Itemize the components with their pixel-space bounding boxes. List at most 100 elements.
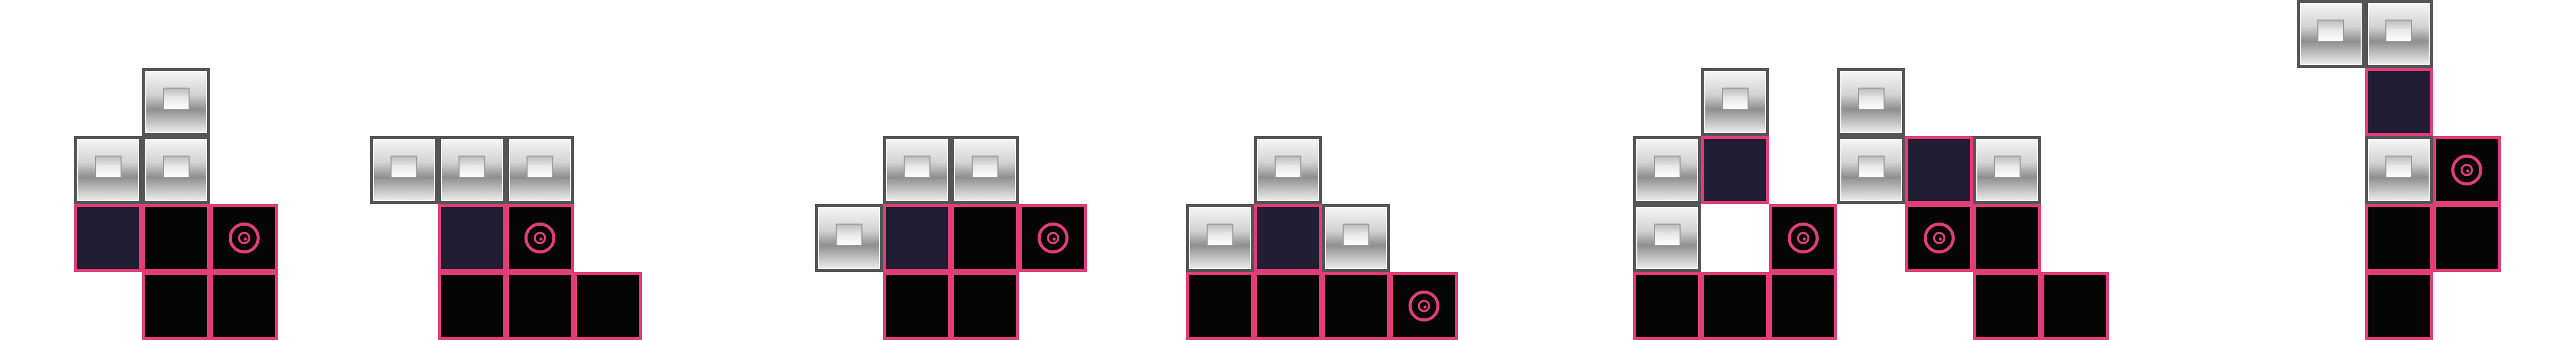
target-inner-ring xyxy=(534,232,546,244)
target-inner-ring xyxy=(1797,232,1809,244)
target-inner-ring xyxy=(1047,232,1059,244)
goal-tile[interactable] xyxy=(210,204,278,272)
movable-block[interactable] xyxy=(1633,136,1701,204)
dark-floor-tile[interactable] xyxy=(1254,204,1322,272)
target-icon xyxy=(524,223,555,253)
block-face xyxy=(836,224,862,246)
movable-block[interactable] xyxy=(1254,136,1322,204)
movable-block[interactable] xyxy=(438,136,506,204)
goal-tile[interactable] xyxy=(1390,272,1458,340)
block-face xyxy=(1858,88,1885,110)
movable-block[interactable] xyxy=(883,136,951,204)
floor-tile[interactable] xyxy=(574,272,642,340)
target-center-dot xyxy=(2466,169,2469,173)
block-face xyxy=(1275,156,1301,178)
goal-tile[interactable] xyxy=(1769,204,1837,272)
target-icon xyxy=(2451,155,2482,185)
movable-block[interactable] xyxy=(1701,68,1769,136)
block-face xyxy=(95,156,122,178)
block-face xyxy=(904,156,930,178)
target-icon xyxy=(1038,223,1069,253)
dark-floor-tile[interactable] xyxy=(883,204,951,272)
movable-block[interactable] xyxy=(74,136,142,204)
block-face xyxy=(391,156,417,178)
target-center-dot xyxy=(1939,237,1942,241)
dark-floor-tile[interactable] xyxy=(1905,136,1973,204)
target-icon xyxy=(1924,223,1955,253)
floor-tile[interactable] xyxy=(2365,204,2433,272)
block-face xyxy=(2385,156,2412,178)
movable-block[interactable] xyxy=(142,136,210,204)
movable-block[interactable] xyxy=(370,136,438,204)
block-face xyxy=(1994,156,2021,178)
movable-block[interactable] xyxy=(2365,136,2433,204)
floor-tile[interactable] xyxy=(2365,272,2433,340)
block-face xyxy=(1654,224,1681,246)
floor-tile[interactable] xyxy=(1701,272,1769,340)
target-center-dot xyxy=(1803,237,1806,241)
floor-tile[interactable] xyxy=(142,272,210,340)
block-face xyxy=(459,156,485,178)
block-face xyxy=(1722,88,1749,110)
movable-block[interactable] xyxy=(951,136,1019,204)
block-face xyxy=(163,88,190,110)
floor-tile[interactable] xyxy=(1973,204,2041,272)
floor-tile[interactable] xyxy=(1254,272,1322,340)
target-icon xyxy=(1788,223,1819,253)
movable-block[interactable] xyxy=(1837,68,1905,136)
floor-tile[interactable] xyxy=(1769,272,1837,340)
target-inner-ring xyxy=(2461,164,2473,176)
movable-block[interactable] xyxy=(1322,204,1390,272)
dark-floor-tile[interactable] xyxy=(1701,136,1769,204)
block-face xyxy=(2385,20,2412,42)
goal-tile[interactable] xyxy=(1905,204,1973,272)
floor-tile[interactable] xyxy=(1322,272,1390,340)
floor-tile[interactable] xyxy=(210,272,278,340)
movable-block[interactable] xyxy=(506,136,574,204)
dark-floor-tile[interactable] xyxy=(2365,68,2433,136)
movable-block[interactable] xyxy=(1973,136,2041,204)
dark-floor-tile[interactable] xyxy=(438,204,506,272)
movable-block[interactable] xyxy=(2365,0,2433,68)
floor-tile[interactable] xyxy=(1186,272,1254,340)
floor-tile[interactable] xyxy=(951,272,1019,340)
block-face xyxy=(163,156,190,178)
floor-tile[interactable] xyxy=(506,272,574,340)
target-inner-ring xyxy=(238,232,250,244)
block-face xyxy=(1343,224,1369,246)
target-icon xyxy=(1409,291,1439,321)
target-icon xyxy=(229,223,260,253)
block-face xyxy=(2317,20,2344,42)
target-inner-ring xyxy=(1933,232,1945,244)
floor-tile[interactable] xyxy=(1973,272,2041,340)
floor-tile[interactable] xyxy=(438,272,506,340)
floor-tile[interactable] xyxy=(142,204,210,272)
block-face xyxy=(1207,224,1233,246)
movable-block[interactable] xyxy=(815,204,883,272)
block-face xyxy=(1858,156,1885,178)
target-center-dot xyxy=(1053,237,1056,241)
target-center-dot xyxy=(244,237,247,241)
movable-block[interactable] xyxy=(1186,204,1254,272)
floor-tile[interactable] xyxy=(2041,272,2109,340)
target-inner-ring xyxy=(1418,300,1430,312)
block-face xyxy=(527,156,553,178)
target-center-dot xyxy=(539,237,543,241)
movable-block[interactable] xyxy=(142,68,210,136)
movable-block[interactable] xyxy=(2297,0,2365,68)
floor-tile[interactable] xyxy=(951,204,1019,272)
movable-block[interactable] xyxy=(1633,204,1701,272)
floor-tile[interactable] xyxy=(1633,272,1701,340)
floor-tile[interactable] xyxy=(2433,204,2501,272)
block-face xyxy=(1654,156,1681,178)
goal-tile[interactable] xyxy=(506,204,574,272)
dark-floor-tile[interactable] xyxy=(74,204,142,272)
movable-block[interactable] xyxy=(1837,136,1905,204)
target-center-dot xyxy=(1423,305,1427,309)
block-face xyxy=(972,156,998,178)
goal-tile[interactable] xyxy=(2433,136,2501,204)
game-title xyxy=(0,0,1,1)
floor-tile[interactable] xyxy=(883,272,951,340)
goal-tile[interactable] xyxy=(1019,204,1087,272)
